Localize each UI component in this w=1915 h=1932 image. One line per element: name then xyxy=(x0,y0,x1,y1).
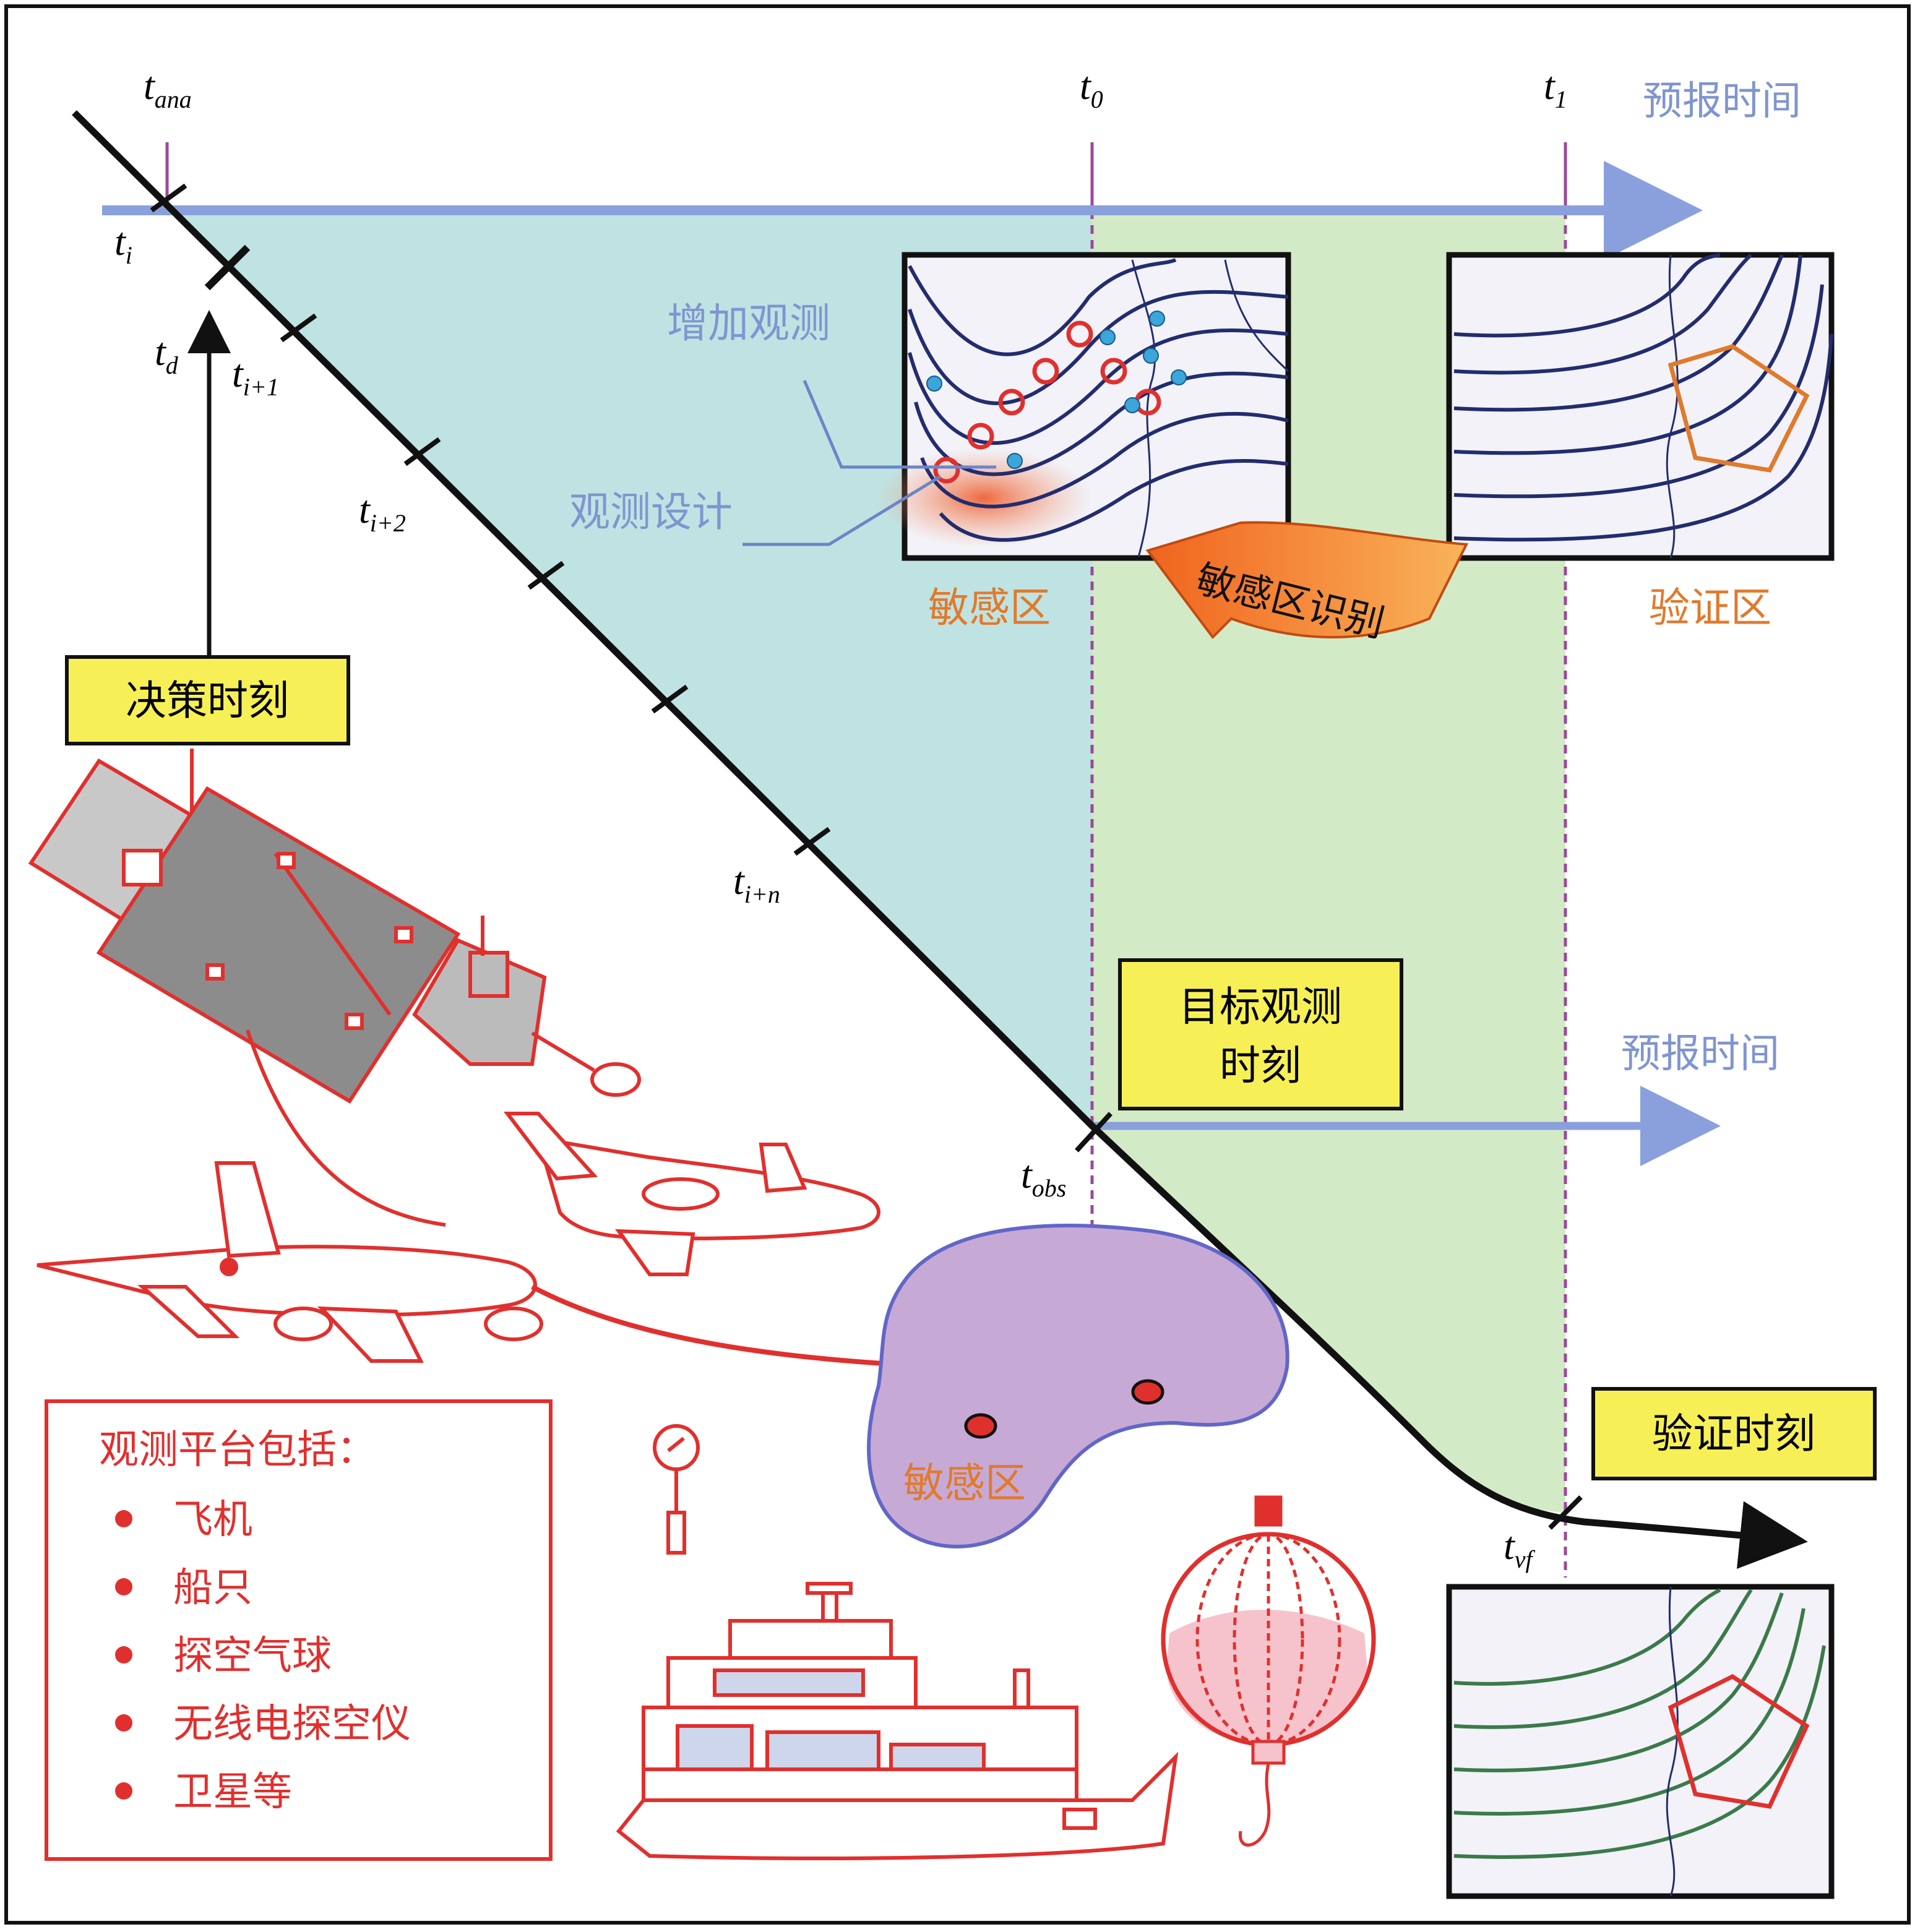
obs-design-pointer xyxy=(742,474,942,546)
map1-coastline xyxy=(1131,259,1156,557)
legend-bullets xyxy=(115,1510,132,1800)
label-ti1: ti+1 xyxy=(232,351,279,401)
label-tin: ti+n xyxy=(733,859,780,908)
decision-time-text: 决策时刻 xyxy=(126,677,289,724)
airliner-icon xyxy=(37,1161,543,1363)
diagonal-ticks xyxy=(150,183,1583,1530)
map2-verification-box xyxy=(1668,344,1810,473)
legend-item-ships: 船只 xyxy=(173,1565,252,1611)
legend-item-satellite: 卫星等 xyxy=(173,1769,292,1815)
legend-item-aircraft: 飞机 xyxy=(173,1497,252,1543)
sensitive-region-map-label: 敏感区 xyxy=(928,584,1051,632)
forecast-time-label-mid: 预报时间 xyxy=(1621,1031,1779,1077)
verification-time-map xyxy=(1446,1584,1835,1899)
label-tvf: tvf xyxy=(1504,1524,1536,1573)
label-t1: t1 xyxy=(1544,64,1567,113)
satellite-icon xyxy=(28,749,641,1104)
verification-region-label: 验证区 xyxy=(1649,584,1771,632)
target-observation-time-box: 目标观测 时刻 xyxy=(1118,958,1403,1110)
legend-item-radiosonde: 无线电探空仪 xyxy=(173,1701,411,1747)
map1-obs-circles xyxy=(933,320,1161,484)
label-td: td xyxy=(155,330,179,379)
add-obs-pointer xyxy=(803,380,996,469)
verification-time-text: 验证时刻 xyxy=(1652,1410,1815,1458)
observation-design-label: 观测设计 xyxy=(569,488,733,536)
sensitive-region-blob: 敏感区 xyxy=(867,1224,1289,1548)
label-t0: t0 xyxy=(1080,64,1103,113)
observation-platforms-legend: 观测平台包括： 飞机 船只 探空气球 无线电探空仪 卫星等 xyxy=(45,1399,553,1861)
map3-verification-box xyxy=(1668,1673,1810,1809)
sensitive-region-blob-label: 敏感区 xyxy=(903,1459,1026,1507)
add-observation-label: 增加观测 xyxy=(667,299,830,347)
legend-item-balloon: 探空气球 xyxy=(173,1633,332,1679)
map2-contours xyxy=(1453,253,1833,542)
business-jet-icon xyxy=(503,1112,880,1276)
radiosonde-icon xyxy=(653,1424,700,1555)
verification-time-box: 验证时刻 xyxy=(1591,1387,1877,1480)
verification-region-map xyxy=(1446,252,1835,561)
satellite-trajectory xyxy=(246,1029,446,1227)
map1-obs-dots xyxy=(926,311,1187,469)
sensitive-region-map xyxy=(876,252,1291,561)
legend-title: 观测平台包括： xyxy=(99,1427,376,1473)
target-observation-text-line2: 时刻 xyxy=(1220,1042,1301,1089)
sounding-balloon-icon xyxy=(1161,1495,1376,1847)
label-tobs: tobs xyxy=(1021,1153,1066,1202)
decision-time-box: 决策时刻 xyxy=(65,655,350,745)
label-ti2: ti+2 xyxy=(359,487,406,537)
forecast-time-label-top: 预报时间 xyxy=(1643,79,1801,124)
target-observation-text-line1: 目标观测 xyxy=(1179,983,1342,1031)
label-t-ana: tana xyxy=(144,64,192,113)
label-ti: ti xyxy=(114,220,132,269)
ship-icon xyxy=(616,1582,1179,1860)
